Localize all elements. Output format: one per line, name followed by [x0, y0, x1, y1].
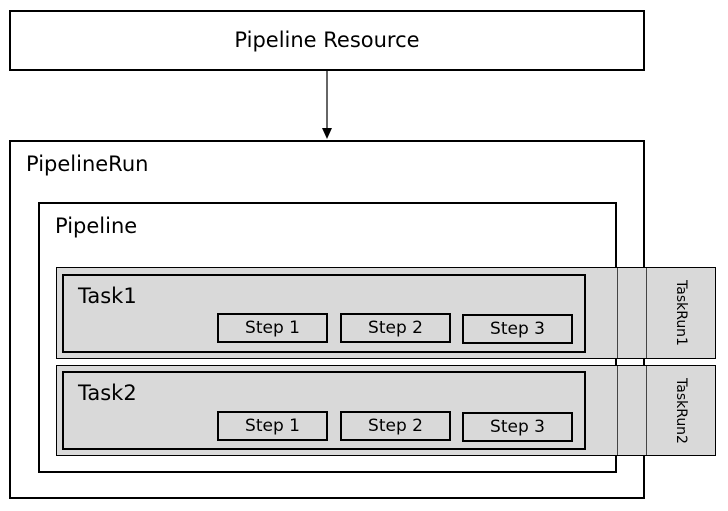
pipeline-label: Pipeline — [55, 214, 138, 238]
task-label: Task1 — [78, 284, 137, 308]
taskrun-divider — [617, 366, 618, 455]
pipeline-resource-box: Pipeline Resource — [9, 10, 645, 71]
step-box: Step 2 — [340, 313, 451, 343]
task-label: Task2 — [78, 381, 137, 405]
step-box: Step 1 — [217, 411, 328, 441]
taskrun-divider — [617, 268, 618, 358]
taskrun-divider — [646, 366, 647, 455]
taskrun-divider — [646, 268, 647, 358]
taskrun-label: TaskRun1 — [673, 280, 689, 346]
task-box: Task2 Step 1 Step 2 Step 3 — [62, 371, 586, 450]
step-box: Step 2 — [340, 411, 451, 441]
pipelinerun-label: PipelineRun — [26, 152, 149, 176]
pipeline-resource-label: Pipeline Resource — [234, 28, 420, 52]
taskrun-label: TaskRun2 — [673, 377, 689, 444]
task-box: Task1 Step 1 Step 2 Step 3 — [62, 274, 586, 353]
step-box: Step 1 — [217, 313, 328, 343]
step-box: Step 3 — [462, 314, 573, 344]
step-box: Step 3 — [462, 412, 573, 442]
